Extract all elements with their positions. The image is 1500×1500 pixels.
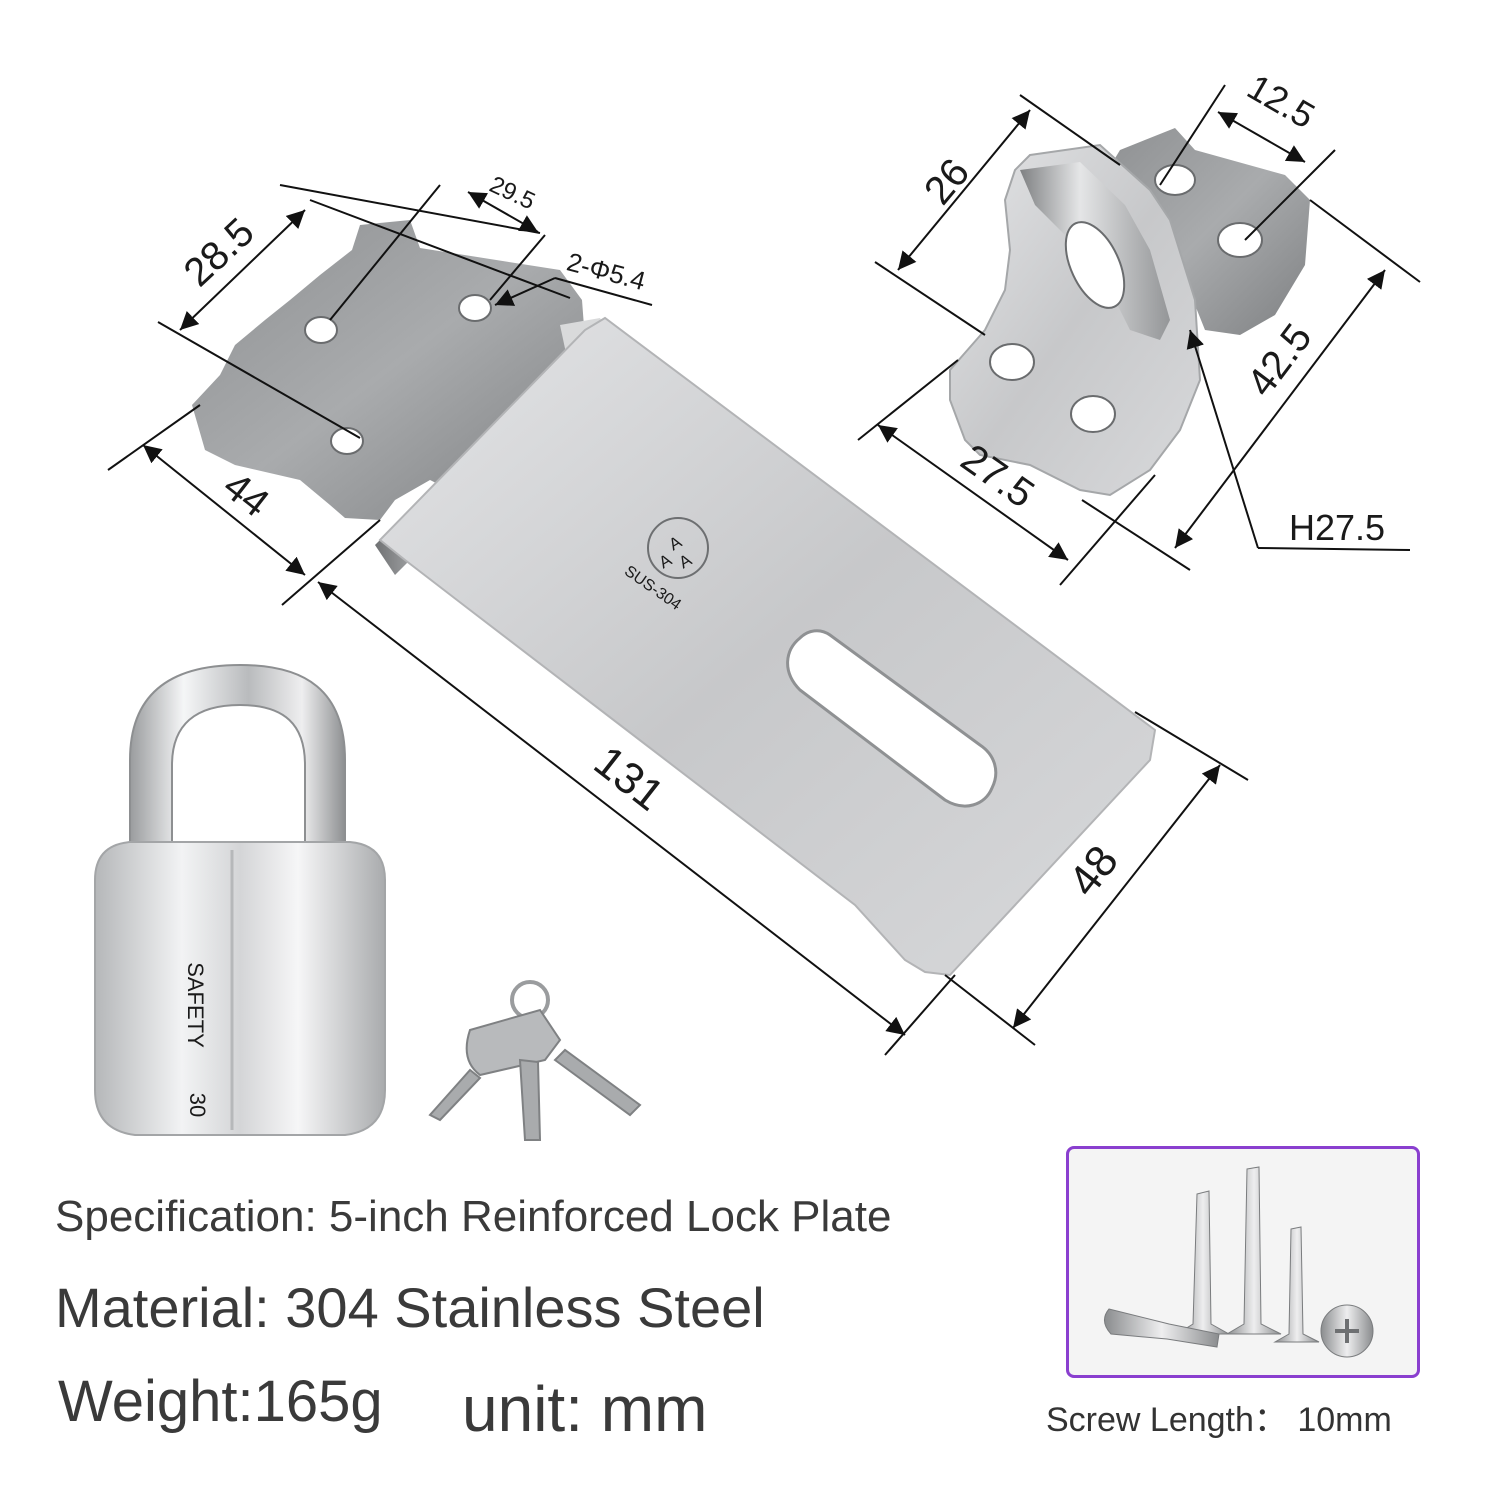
specification-text: Specification: 5-inch Reinforced Lock Pl… xyxy=(55,1192,892,1241)
padlock-size-text: 30 xyxy=(185,1093,210,1117)
weight-text: Weight:165g xyxy=(58,1369,383,1434)
dim-12-5: 12.5 xyxy=(1241,66,1322,137)
padlock-shackle xyxy=(129,663,346,881)
dim-h27-5: H27.5 xyxy=(1289,507,1385,548)
dim-42-5: 42.5 xyxy=(1239,316,1321,405)
screws-image-box xyxy=(1066,1146,1420,1378)
dim-44: 44 xyxy=(215,464,277,526)
screw-hole xyxy=(1070,395,1116,433)
unit-text: unit: mm xyxy=(462,1373,708,1445)
screw-hole xyxy=(989,343,1035,381)
material-text: Material: 304 Stainless Steel xyxy=(55,1276,765,1339)
keys-icon xyxy=(428,980,642,1141)
screw-hole xyxy=(304,316,338,344)
dim-28-5: 28.5 xyxy=(176,210,263,295)
aaa-stamp-ring xyxy=(647,517,709,579)
screw-hole xyxy=(1154,164,1196,196)
padlock-brand-text: SAFETY xyxy=(183,962,208,1048)
dim-29-5: 29.5 xyxy=(485,171,539,215)
screw-length-text: Screw Length： 10mm xyxy=(1046,1401,1392,1439)
padlock: SAFETY 30 xyxy=(94,663,386,1136)
screw-hole xyxy=(330,427,364,455)
dim-26: 26 xyxy=(916,150,978,212)
screw-hole xyxy=(1217,222,1263,258)
screw-hole xyxy=(458,294,492,322)
screws-icon xyxy=(1104,1166,1374,1358)
dimension-lines xyxy=(107,84,1421,1056)
staple-loop-hole xyxy=(1064,221,1126,309)
dim-hole-diameter: 2-Φ5.4 xyxy=(564,246,649,296)
